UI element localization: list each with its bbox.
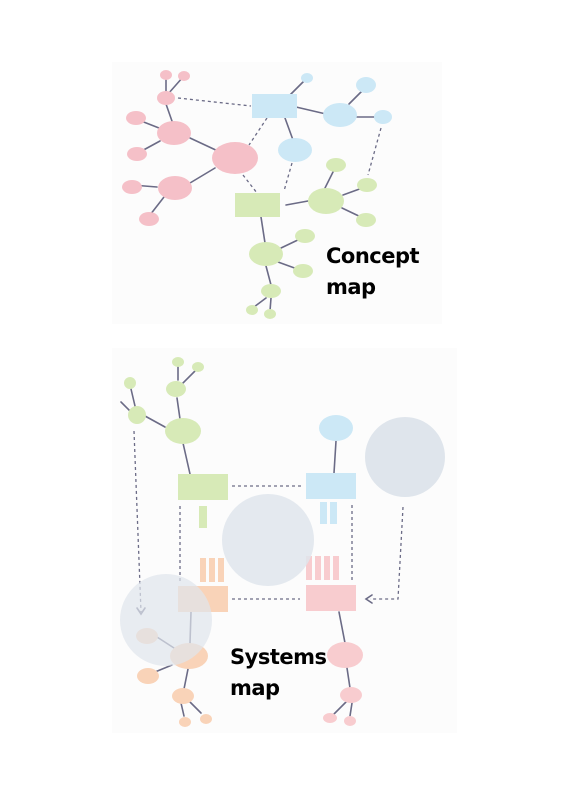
concept-map-dashed-links xyxy=(177,97,382,194)
systems-node-rose-bar xyxy=(315,556,321,580)
concept-node-blue xyxy=(278,138,312,162)
concept-node-green xyxy=(357,178,377,192)
concept-node-green xyxy=(249,242,283,266)
systems-map-label-line1: Systems xyxy=(230,645,327,669)
systems-node-green xyxy=(128,406,146,424)
systems-circle-right xyxy=(365,417,445,497)
systems-node-green xyxy=(192,362,204,372)
systems-node-blue-bar xyxy=(320,502,327,524)
concept-node-pink xyxy=(122,180,142,194)
systems-node-blue xyxy=(319,415,353,441)
systems-node-orange xyxy=(179,717,191,727)
concept-node-green xyxy=(293,264,313,278)
systems-node-rose-bar xyxy=(324,556,330,580)
concept-node-pink xyxy=(127,147,147,161)
concept-map-label-line1: Concept xyxy=(326,244,420,268)
systems-node-green xyxy=(172,357,184,367)
systems-circle-center xyxy=(222,494,314,586)
concept-map xyxy=(122,70,392,319)
systems-node-blue-bar xyxy=(330,502,337,524)
concept-node-green xyxy=(246,305,258,315)
systems-map-nodes xyxy=(124,357,363,727)
concept-node-green xyxy=(326,158,346,172)
systems-node-rose-box xyxy=(306,585,356,611)
systems-node-rose xyxy=(344,716,356,726)
systems-node-orange-bar xyxy=(218,558,224,582)
systems-map-label: Systems map xyxy=(230,642,327,704)
systems-node-green-box xyxy=(178,474,228,500)
concept-node-blue xyxy=(356,77,376,93)
concept-node-blue xyxy=(323,103,357,127)
systems-map xyxy=(120,357,445,727)
systems-node-green xyxy=(166,381,186,397)
concept-map-nodes xyxy=(122,70,392,319)
concept-node-green xyxy=(295,229,315,243)
systems-node-rose xyxy=(327,642,363,668)
systems-map-label-line2: map xyxy=(230,676,280,700)
systems-node-rose xyxy=(323,713,337,723)
concept-node-pink xyxy=(158,176,192,200)
concept-node-pink xyxy=(212,142,258,174)
concept-node-pink xyxy=(178,71,190,81)
systems-node-orange xyxy=(172,688,194,704)
systems-node-rose xyxy=(340,687,362,703)
concept-node-pink xyxy=(157,121,191,145)
concept-node-pink xyxy=(126,111,146,125)
systems-node-orange-bar xyxy=(209,558,215,582)
systems-node-orange-bar xyxy=(200,558,206,582)
systems-node-rose-bar xyxy=(333,556,339,580)
systems-node-blue-box xyxy=(306,473,356,499)
concept-node-pink xyxy=(157,91,175,105)
concept-node-green xyxy=(261,284,281,298)
systems-node-rose-bar xyxy=(306,556,312,580)
concept-node-green-box xyxy=(235,193,280,217)
concept-node-blue xyxy=(374,110,392,124)
concept-node-green xyxy=(356,213,376,227)
systems-node-green xyxy=(124,377,136,389)
concept-node-pink xyxy=(160,70,172,80)
concept-node-blue xyxy=(301,73,313,83)
concept-node-pink xyxy=(139,212,159,226)
systems-node-orange xyxy=(200,714,212,724)
systems-node-green-bar xyxy=(199,506,207,528)
arrow-head-left xyxy=(364,594,373,604)
concept-node-green xyxy=(264,309,276,319)
systems-circle-left xyxy=(120,574,212,666)
systems-node-green xyxy=(165,418,201,444)
concept-map-label: Concept map xyxy=(326,241,420,303)
concept-node-green xyxy=(308,188,344,214)
concept-map-label-line2: map xyxy=(326,275,376,299)
concept-node-blue-box xyxy=(252,94,297,118)
systems-node-orange xyxy=(137,668,159,684)
